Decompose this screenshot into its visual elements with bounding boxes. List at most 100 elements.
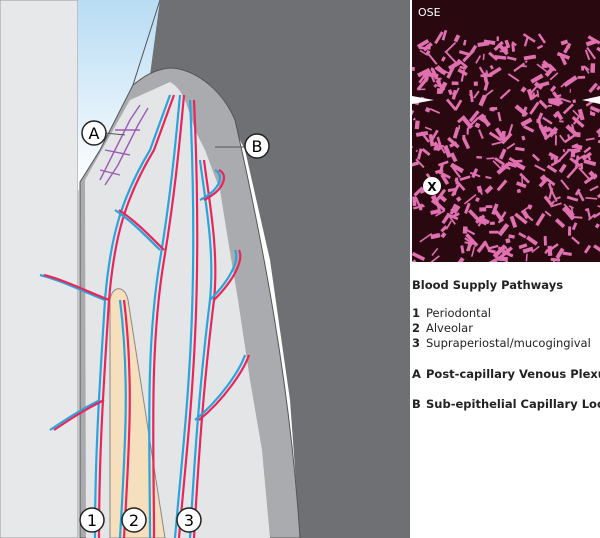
micro-vessel (496, 179, 508, 192)
micro-vessel (583, 244, 592, 254)
micro-vessel (547, 245, 553, 257)
micro-vessel (563, 75, 578, 88)
gingiva-illustration: A B 1 2 3 (0, 0, 410, 538)
micro-vessel (571, 222, 578, 231)
svg-text:1: 1 (87, 511, 97, 530)
micro-vessel (545, 177, 556, 187)
micro-vessel (585, 197, 598, 200)
marker-1: 1 (79, 507, 105, 533)
micro-vessel (537, 33, 546, 44)
micro-vessel (536, 44, 544, 50)
micro-vessel (455, 177, 459, 185)
micro-vessel (529, 101, 540, 115)
micro-vessel (494, 55, 507, 60)
micro-vessel (471, 168, 479, 179)
micro-vessel (504, 39, 511, 49)
artery-vessel (192, 159, 217, 538)
micro-vessel (589, 105, 600, 114)
micro-vessel (596, 127, 600, 135)
micro-vessel (440, 225, 448, 233)
micro-vessel (438, 81, 448, 94)
micro-vessel (520, 86, 527, 93)
micro-vessel (497, 111, 502, 122)
micro-vessel (471, 246, 476, 257)
vein-vessel (199, 169, 222, 201)
artery-vessel (213, 249, 242, 301)
micro-vessel (493, 40, 504, 52)
micro-vessel (587, 213, 596, 221)
vein-vessel (173, 99, 195, 538)
micro-vessel (583, 159, 597, 167)
micro-vessel (416, 76, 430, 91)
micro-vessel (412, 196, 417, 207)
micro-vessel (485, 70, 489, 78)
micro-vessel (511, 43, 516, 52)
artery-vessel (177, 99, 199, 538)
micro-vessel (508, 234, 515, 239)
micro-vessel (583, 65, 590, 74)
micro-vessel (419, 233, 433, 243)
micro-vessel (496, 162, 510, 175)
micro-vessel (550, 257, 561, 262)
micro-vessel (439, 195, 448, 203)
micro-vessel (581, 151, 592, 161)
micro-vessel (460, 69, 466, 82)
micro-vessel (479, 113, 491, 128)
micro-vessel (538, 99, 549, 110)
micro-vessel (578, 167, 591, 181)
artery-vessel (198, 354, 251, 421)
micro-vessel (562, 206, 576, 221)
micro-vessel (464, 202, 471, 214)
svg-text:3: 3 (184, 511, 194, 530)
micro-vessel (449, 141, 458, 148)
micro-vessel (475, 55, 482, 64)
micro-vessel (486, 157, 495, 160)
micro-vessel (558, 97, 571, 103)
micro-vessel (462, 39, 467, 46)
micro-vessel (538, 178, 548, 188)
micro-vessel (518, 243, 528, 250)
artery-vessel (118, 209, 165, 251)
micro-vessel (522, 33, 536, 43)
micro-vessel (516, 181, 527, 189)
micro-vessel (593, 244, 600, 252)
micro-vessel (544, 248, 549, 255)
micro-vessel (585, 39, 597, 47)
vein-vessel (118, 299, 127, 538)
micro-vessel (489, 64, 494, 70)
micro-vessel (435, 209, 446, 217)
micro-vessel (452, 87, 460, 99)
micro-vessel (460, 115, 474, 130)
micro-vessel (596, 85, 600, 91)
vein-vessel (188, 159, 213, 538)
micro-vessel (536, 63, 549, 74)
micro-vessel (534, 164, 546, 172)
artery-vessel (97, 94, 176, 538)
svg-text:2: 2 (129, 511, 139, 530)
micro-vessel (478, 66, 485, 74)
marker-a: A (81, 120, 107, 146)
micro-vessel (426, 52, 438, 65)
micro-vessel (449, 152, 458, 163)
micro-vessel (435, 168, 444, 175)
micro-vessel (499, 88, 511, 100)
micro-vessel (531, 245, 540, 254)
micro-vessel (463, 193, 477, 205)
tooth (0, 0, 79, 538)
leader-a (104, 132, 126, 136)
micro-vessel (513, 62, 526, 73)
micro-vessel (453, 34, 461, 43)
micro-vessel (455, 196, 462, 202)
micro-vessel (501, 250, 514, 258)
micro-vessel (420, 131, 430, 143)
micro-vessel (516, 188, 522, 194)
micro-vessel (566, 195, 579, 202)
micro-vessel (596, 46, 600, 52)
micro-vessel (566, 165, 579, 179)
micro-vessel (568, 205, 574, 209)
micro-vessel (453, 184, 459, 196)
micro-vessel (525, 253, 528, 262)
